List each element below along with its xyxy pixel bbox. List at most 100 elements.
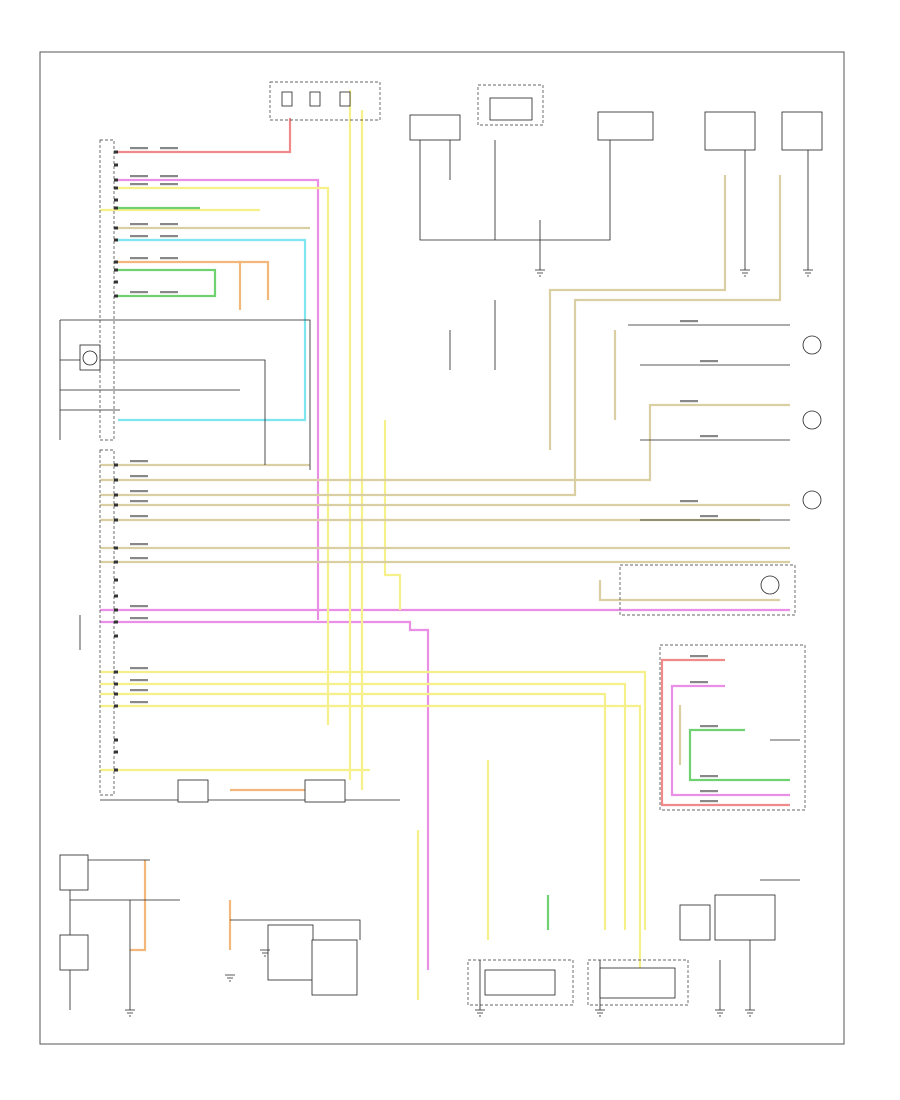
connector-pin (114, 478, 118, 482)
wire-code-label (700, 775, 718, 778)
wire-code-label (130, 475, 148, 478)
connector-pin (114, 186, 118, 190)
wire-cyan (118, 238, 307, 422)
wire-code-label (130, 543, 148, 546)
connector-pin (114, 463, 118, 467)
wire-code-label (680, 500, 698, 503)
wire-code-label (160, 223, 178, 226)
wire-yellow-6 (100, 692, 607, 930)
connector-pin (114, 620, 118, 624)
wire-orange-2 (238, 260, 270, 300)
wire-yellow-1 (118, 186, 330, 725)
wire-code-label (160, 175, 178, 178)
wire-code-label (130, 235, 148, 238)
connector-pin (114, 150, 118, 154)
rear-window-defogger (409, 114, 461, 141)
wire-magenta-top (118, 178, 320, 620)
diagram-frame (39, 51, 845, 1045)
relay-bottom-left (304, 779, 346, 803)
connector-pin (114, 608, 118, 612)
connector-pin (114, 682, 118, 686)
control-inner (599, 967, 676, 999)
wire-code-label (700, 360, 718, 363)
wire-tan-11 (598, 580, 780, 602)
connector-pin (114, 280, 118, 284)
fuse-1 (281, 91, 293, 107)
lamp-right-2 (802, 410, 822, 430)
wire-code-label (130, 701, 148, 704)
wire-code-label (700, 800, 718, 803)
wire-yellow-7 (100, 704, 642, 995)
connector-pin (114, 294, 118, 298)
connector-pin (114, 198, 118, 202)
connector-pin (114, 750, 118, 754)
wire-black-24 (230, 919, 361, 940)
wire-code-label (130, 490, 148, 493)
ground-symbol (535, 269, 813, 277)
wire-code-label (130, 257, 148, 260)
legend-layer (130, 147, 718, 803)
connector-pin (114, 518, 118, 522)
wire-code-label (160, 235, 178, 238)
wire-code-label (130, 460, 148, 463)
wire-code-label (680, 400, 698, 403)
wire-green-left (118, 268, 217, 298)
connector-pin (114, 560, 118, 564)
connector-pin (114, 738, 118, 742)
fuse-3 (339, 91, 351, 107)
wire-black-9 (60, 319, 311, 470)
outside-rearview-mirror (597, 111, 654, 141)
wire-magenta-right (670, 684, 790, 797)
wire-yellow-9 (383, 420, 402, 610)
connector-pin (114, 670, 118, 674)
windshield-wiper-motor (477, 84, 544, 126)
pin-layer (114, 150, 118, 772)
wire-code-label (700, 725, 718, 728)
cluster-bottom-center (467, 959, 574, 1006)
wire-code-label (160, 147, 178, 150)
ground-symbol-bottom (125, 949, 755, 1017)
connector-pin (114, 704, 118, 708)
wire-orange-bottom (130, 860, 147, 952)
wire-code-label (160, 257, 178, 260)
connector-pin (114, 503, 118, 507)
connector-pin (114, 692, 118, 696)
wire-red-right (660, 658, 790, 807)
wire-magenta-mid2 (100, 620, 430, 970)
headlamp-switch-right (781, 111, 823, 151)
relay-box-bottom-center (267, 924, 314, 981)
lamp-right-4 (760, 575, 780, 595)
connector-pin (114, 178, 118, 182)
wire-code-label (690, 681, 708, 684)
wire-code-label (130, 223, 148, 226)
relay-bottom-right (714, 894, 776, 941)
wire-yellow-5 (100, 682, 627, 930)
connector-pin (114, 634, 118, 638)
instrument-panel-connector (99, 139, 115, 441)
wire-code-label (160, 291, 178, 294)
left-rear-switch-bottom (59, 854, 89, 891)
top-fuse-block (269, 81, 381, 121)
wiper-inner (489, 97, 533, 121)
wire-red-top (118, 118, 292, 154)
wire-code-label (130, 689, 148, 692)
wire-code-label (680, 320, 698, 323)
connector-pin (114, 578, 118, 582)
component-layer (59, 81, 823, 1017)
wire-code-label (130, 183, 148, 186)
relay-bottom-right-2 (679, 904, 711, 941)
cluster-inner (484, 969, 556, 996)
fuse-2 (309, 91, 321, 107)
wire-code-label (130, 515, 148, 518)
connector-pin (114, 493, 118, 497)
fuse-block-bottom (177, 779, 209, 803)
washer-pump-top-right (704, 111, 756, 151)
lamp-right-1 (802, 335, 822, 355)
lamp-left-indicator (82, 350, 98, 366)
connector-pin (114, 206, 118, 210)
wire-code-label (130, 617, 148, 620)
wire-code-label (130, 557, 148, 560)
wire-tan-7 (100, 403, 790, 482)
connector-pin (114, 546, 118, 550)
